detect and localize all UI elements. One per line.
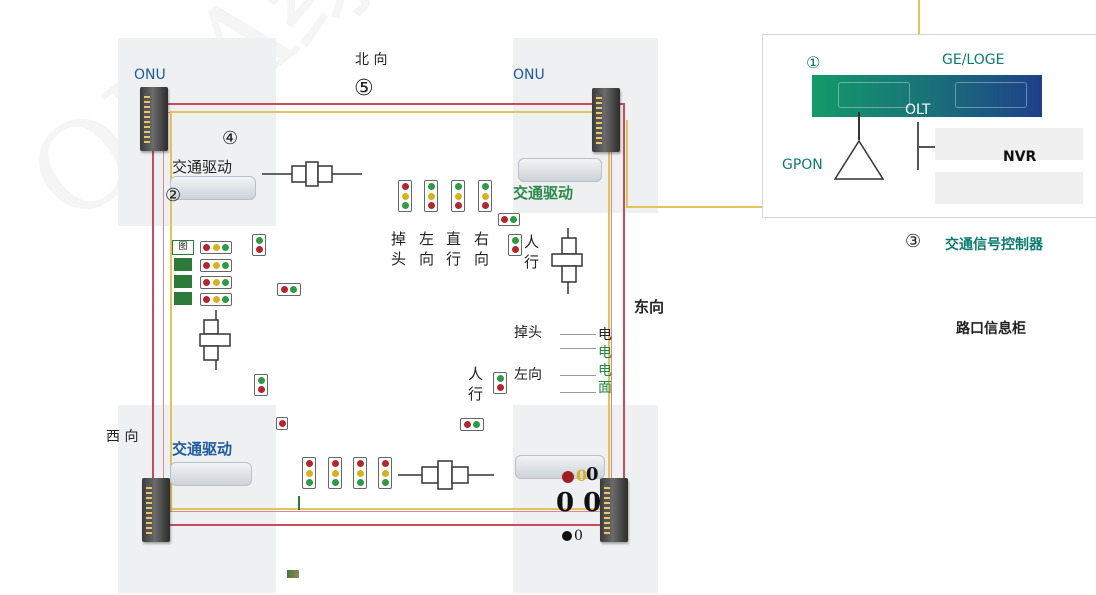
marker-3: ③	[905, 231, 922, 252]
signal-straight	[451, 180, 465, 212]
br-readout-d: 0	[574, 528, 583, 544]
camera-icon-west	[199, 310, 231, 370]
north-number: ⑤	[354, 76, 374, 101]
fiber-left	[170, 111, 172, 511]
br-dot-red	[562, 471, 574, 483]
west-label: 西 向	[106, 429, 139, 445]
signal-right	[478, 180, 492, 212]
br-dot-black	[562, 531, 572, 541]
signal-south-1	[302, 457, 316, 489]
label-ped-top: 人 行	[524, 233, 540, 272]
label-uturn: 掉 头	[391, 230, 407, 269]
fiber-bottom	[170, 508, 610, 510]
small-mark-south	[298, 496, 300, 510]
small-tag: 图	[172, 240, 194, 255]
red-loop-outer	[152, 103, 625, 526]
onu-cabinet-top-left	[140, 87, 168, 151]
ge-loge-label: GE/LOGE	[942, 52, 1005, 68]
east-tag-3: 电	[598, 363, 612, 379]
east-tag-1: 电	[598, 327, 612, 343]
east-row-line-4	[560, 392, 596, 393]
camera-icon-south	[398, 460, 494, 490]
fiber-to-olt	[628, 206, 860, 208]
olt-label: OLT	[905, 102, 931, 118]
signal-south-left-small	[276, 417, 288, 430]
signal-west-2	[200, 259, 232, 272]
panel-bottom-right	[513, 405, 658, 593]
nvr-label: NVR	[1003, 149, 1037, 165]
east-tag-4: 面	[598, 380, 612, 396]
br-readout-c: 0 0	[556, 488, 602, 518]
olt-port-1	[838, 82, 910, 108]
signal-south-3	[353, 457, 367, 489]
signal-west-3	[200, 276, 232, 289]
traffic-driver-top-right	[518, 158, 602, 182]
signal-east-top	[498, 213, 520, 226]
small-mark-bottom	[287, 570, 299, 578]
east-label: 东向	[634, 298, 665, 316]
splitter-link	[858, 112, 860, 140]
onu-label-top-right: ONU	[513, 67, 545, 83]
green-counter-1	[174, 258, 192, 271]
signal-south-2	[328, 457, 342, 489]
onu-cabinet-bottom-right	[600, 478, 628, 542]
signal-north-mid	[277, 283, 301, 296]
signal-north-small	[252, 234, 266, 256]
gpon-label: GPON	[782, 157, 823, 173]
onu-label-top-left: ONU	[134, 67, 166, 83]
signal-west-small	[254, 374, 268, 396]
onu-cabinet-top-right	[592, 88, 620, 152]
east-tag-2: 电	[598, 345, 612, 361]
traffic-driver-top-left	[170, 176, 256, 200]
marker-4: ④	[222, 128, 239, 149]
east-row-line-2	[560, 348, 596, 349]
signal-south-ped	[460, 418, 484, 431]
signal-left	[424, 180, 438, 212]
camera-icon-north	[262, 161, 362, 187]
driver-label-top-right: 交通驱动	[513, 184, 574, 202]
signal-south-4	[378, 457, 392, 489]
east-row-line-1	[560, 334, 596, 335]
camera-icon-east	[551, 228, 583, 294]
nvr-box	[935, 128, 1083, 160]
label-straight: 直 行	[446, 230, 462, 269]
cabinet-label: 路口信息柜	[956, 321, 1026, 337]
green-counter-2	[174, 275, 192, 288]
fiber-top	[170, 111, 610, 113]
nvr-box-2	[935, 172, 1083, 204]
east-row-line-3	[560, 375, 596, 376]
east-row-left: 左向	[514, 367, 542, 383]
north-label: 北 向	[355, 52, 388, 68]
fiber-right-drop	[626, 120, 628, 208]
label-ped-bottom: 人 行	[468, 365, 484, 404]
label-left: 左 向	[419, 230, 435, 269]
east-row-uturn: 掉头	[514, 325, 542, 341]
label-right: 右 向	[474, 230, 490, 269]
signal-ped-bottom	[493, 372, 507, 394]
br-readout-b: 0	[586, 464, 599, 485]
panel-top-right	[513, 38, 658, 213]
driver-label-top-left: 交通驱动	[172, 158, 233, 176]
nvr-link-h	[917, 146, 935, 148]
splitter-icon	[833, 139, 885, 180]
traffic-driver-bottom-left	[170, 462, 252, 486]
onu-cabinet-bottom-left	[142, 478, 170, 542]
marker-1: ①	[806, 53, 821, 72]
signal-ped-top	[508, 234, 522, 256]
olt-bar	[812, 75, 1042, 117]
signal-uturn	[398, 180, 412, 212]
green-counter-3	[174, 292, 192, 305]
driver-label-bottom-left: 交通驱动	[172, 440, 233, 458]
marker-2: ②	[165, 185, 182, 206]
br-readout-a: 0	[576, 466, 588, 485]
signal-west-1	[200, 241, 232, 254]
fiber-right	[608, 111, 610, 511]
signal-west-4	[200, 293, 232, 306]
signal-controller-label: 交通信号控制器	[945, 237, 1043, 253]
olt-port-2	[955, 82, 1027, 108]
traffic-driver-bottom-right	[515, 455, 605, 479]
